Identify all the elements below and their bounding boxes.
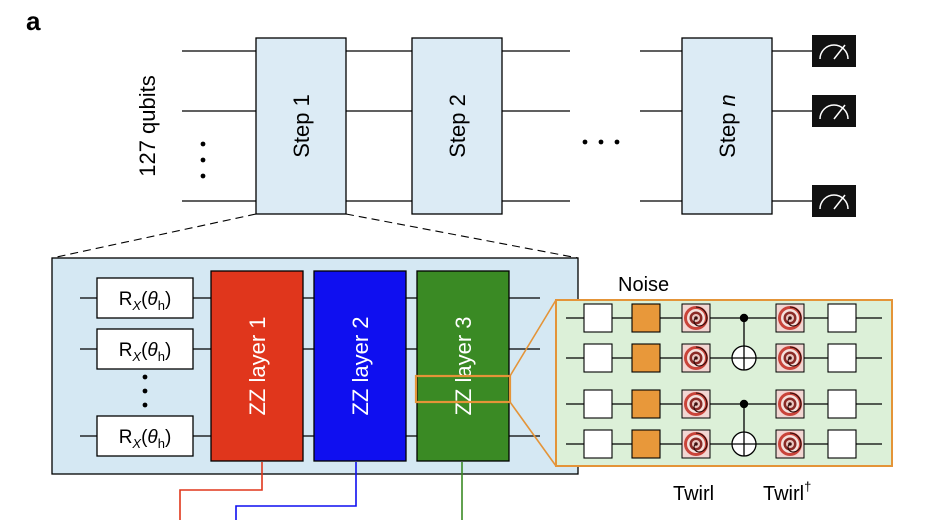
empty-gate [583,303,613,333]
empty-gate [827,389,857,419]
rx-gates: RX(θh) RX(θh) RX(θh) [96,277,194,457]
twirl-contents [566,303,882,459]
step-1-box: Step 1 [255,37,347,215]
step-n-prefix: Step [715,106,740,157]
twirl-dagger-spiral-icon [775,429,805,459]
detail-vertical-ellipsis [142,374,148,408]
horizontal-ellipsis [582,139,620,145]
rx-gate-label: RX(θh) [119,289,172,313]
twirl-label: Twirl [673,483,714,505]
empty-gate [827,303,857,333]
empty-gate [583,343,613,373]
zz-layer-2: ZZ layer 2 [313,270,407,462]
meter-icon [811,34,857,68]
twirl-dagger-spiral-icon [775,389,805,419]
twirl-spiral-icon [681,429,711,459]
rx-gate-label: RX(θh) [119,427,172,451]
meter-icon [811,184,857,218]
noise-gate [631,389,661,419]
qubit-count-label: 127 qubits [135,75,160,177]
empty-gate [827,429,857,459]
twirl-dagger-spiral-icon [775,343,805,373]
meter-icon [811,94,857,128]
zz-layer-label: ZZ layer 2 [348,316,373,415]
zz-layer-label: ZZ layer 1 [245,316,270,415]
rx-gate: RX(θh) [96,277,194,319]
panel-label: a [26,6,41,36]
twirl-dagger-text: Twirl [763,483,804,505]
twirl-dagger-label: Twirl† [763,479,811,505]
dagger-symbol: † [804,479,811,494]
step-n-box: Step n [681,37,773,215]
step-2-box: Step 2 [411,37,503,215]
twirl-zoom-guides [509,299,557,467]
cnot-gate [731,399,757,457]
rx-gate: RX(θh) [96,415,194,457]
twirl-spiral-icon [681,389,711,419]
twirl-spiral-icon [681,303,711,333]
zz-layer-label: ZZ layer 3 [451,316,476,415]
noise-gate [631,429,661,459]
zoom-guides [51,213,579,259]
noise-gate [631,303,661,333]
step-n-variable: n [715,94,740,106]
empty-gate [583,389,613,419]
vertical-ellipsis [200,141,206,179]
rx-gate-label: RX(θh) [119,340,172,364]
zoom-highlight-box [414,374,512,404]
noise-gate [631,343,661,373]
layer-leads [179,462,463,520]
step-n-label: Step n [715,94,740,158]
measurement-icons [811,34,857,218]
zz-layer-3: ZZ layer 3 [416,270,510,462]
twirl-dagger-spiral-icon [775,303,805,333]
empty-gate [827,343,857,373]
rx-gate: RX(θh) [96,328,194,370]
cnot-gate [731,313,757,371]
step-2-label: Step 2 [445,94,470,158]
noise-label: Noise [618,274,669,296]
zz-layers: ZZ layer 1 ZZ layer 2 ZZ layer 3 [210,270,510,462]
step-1-label: Step 1 [289,94,314,158]
zz-layer-1: ZZ layer 1 [210,270,304,462]
empty-gate [583,429,613,459]
twirl-spiral-icon [681,343,711,373]
